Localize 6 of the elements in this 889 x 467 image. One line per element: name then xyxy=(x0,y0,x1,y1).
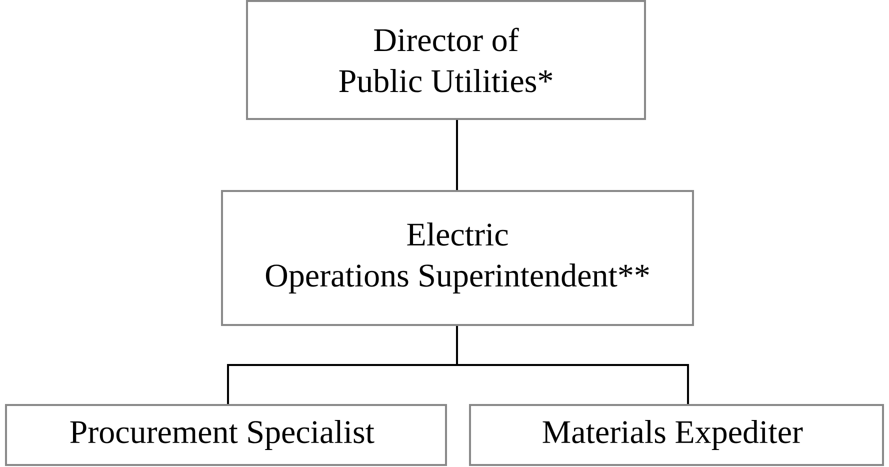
role-box: Director of Public Utilities* xyxy=(246,0,646,120)
role-box: Materials Expediter xyxy=(469,404,884,466)
connector-line xyxy=(456,120,458,190)
connector-line xyxy=(456,326,689,404)
role-box: Electric Operations Superintendent** xyxy=(221,190,694,326)
role-box: Procurement Specialist xyxy=(5,404,447,466)
